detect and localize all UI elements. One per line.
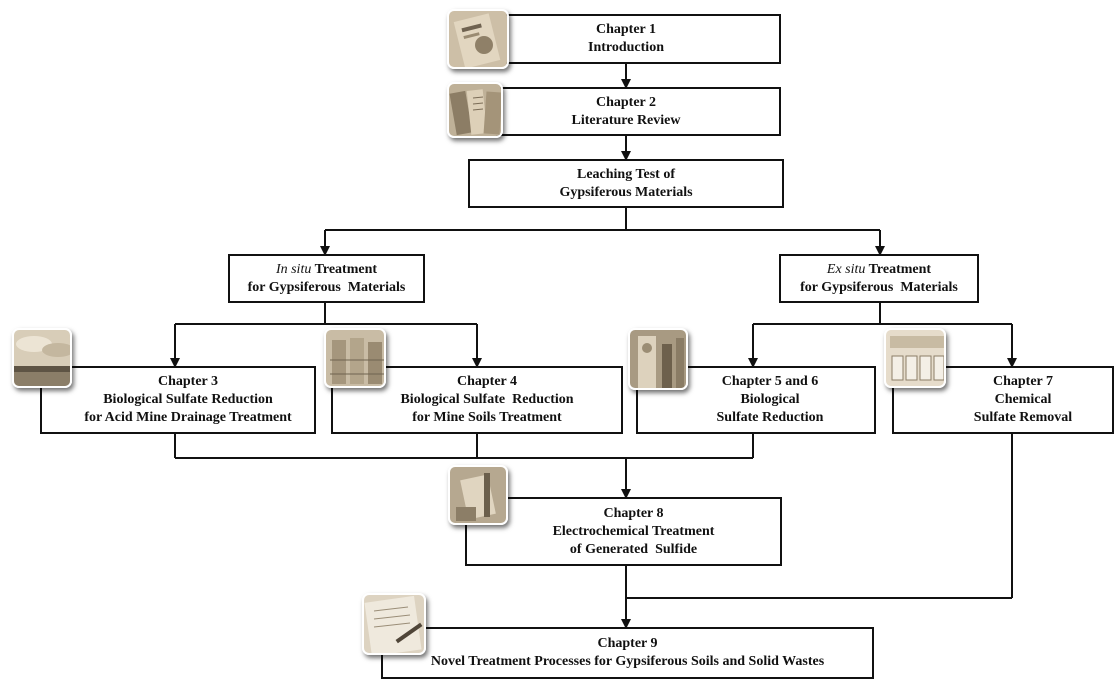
chapter-5-6-line-3: Sulfate Reduction	[716, 410, 824, 425]
chapter-7-line-3: Sulfate Removal	[973, 410, 1073, 425]
ex-situ-italic: Ex situ	[826, 261, 866, 277]
chapter-8-title: Chapter 8	[603, 505, 664, 521]
chapter-1-title: Chapter 1	[595, 22, 657, 37]
book-cover-photo	[447, 9, 509, 69]
notebook-photo	[362, 593, 426, 655]
leaching-test-box: Leaching Test of Gypsiferous Materials	[468, 159, 784, 208]
chapter-8-line-2: Electrochemical Treatment	[552, 523, 715, 539]
chapter-7-line-2: Chemical	[994, 392, 1052, 407]
chapter-1-subtitle: Introduction	[588, 40, 664, 55]
chapter-3-box: Chapter 3 Biological Sulfate Reduction f…	[40, 366, 316, 434]
leaching-line-1: Leaching Test of	[576, 166, 675, 182]
chapter-9-box: Chapter 9 Novel Treatment Processes for …	[381, 627, 874, 679]
chapter-2-box: Chapter 2 Literature Review	[471, 87, 781, 136]
in-situ-box: In situ Treatment for Gypsiferous Materi…	[228, 254, 425, 303]
chapter-1-box: Chapter 1 Introduction	[471, 14, 781, 64]
ex-situ-box: Ex situ Treatment for Gypsiferous Materi…	[779, 254, 979, 303]
chapter-7-title: Chapter 7	[992, 374, 1054, 389]
landscape-photo	[12, 328, 72, 388]
chapter-4-box: Chapter 4 Biological Sulfate Reduction f…	[331, 366, 623, 434]
chapter-4-line-2: Biological Sulfate Reduction	[400, 392, 574, 407]
mine-soil-photo	[324, 328, 386, 388]
in-situ-line-2: for Gypsiferous Materials	[247, 279, 406, 295]
in-situ-treatment: Treatment	[311, 261, 378, 277]
chapter-9-title: Chapter 9	[597, 636, 658, 651]
leaching-line-2: Gypsiferous Materials	[559, 184, 693, 200]
ex-situ-line-1: Ex situ Treatment	[827, 261, 931, 279]
chapter-9-line-2: Novel Treatment Processes for Gypsiferou…	[430, 654, 825, 669]
bioreactor-photo	[628, 328, 688, 390]
chapter-7-box: Chapter 7 Chemical Sulfate Removal	[892, 366, 1114, 434]
electrochemical-photo	[448, 465, 508, 525]
chapter-2-title: Chapter 2	[595, 94, 657, 110]
chapter-5-6-title: Chapter 5 and 6	[721, 374, 819, 389]
chapter-4-title: Chapter 4	[456, 374, 518, 389]
chapter-8-box: Chapter 8 Electrochemical Treatment of G…	[465, 497, 782, 566]
ex-situ-line-2: for Gypsiferous Materials	[800, 279, 958, 295]
chapter-2-subtitle: Literature Review	[571, 112, 681, 128]
chapter-3-title: Chapter 3	[157, 374, 219, 389]
chapter-3-line-2: Biological Sulfate Reduction	[103, 392, 273, 407]
chapter-8-line-3: of Generated Sulfide	[569, 541, 698, 557]
in-situ-italic: In situ	[275, 261, 312, 277]
chapter-5-6-line-2: Biological	[740, 392, 800, 407]
literature-photo	[447, 82, 503, 138]
chapter-4-line-3: for Mine Soils Treatment	[412, 410, 562, 425]
chemical-reactor-photo	[884, 328, 946, 388]
in-situ-line-1: In situ Treatment	[276, 261, 377, 279]
chapter-3-line-3: for Acid Mine Drainage Treatment	[84, 410, 292, 425]
ex-situ-treatment: Treatment	[865, 261, 932, 277]
